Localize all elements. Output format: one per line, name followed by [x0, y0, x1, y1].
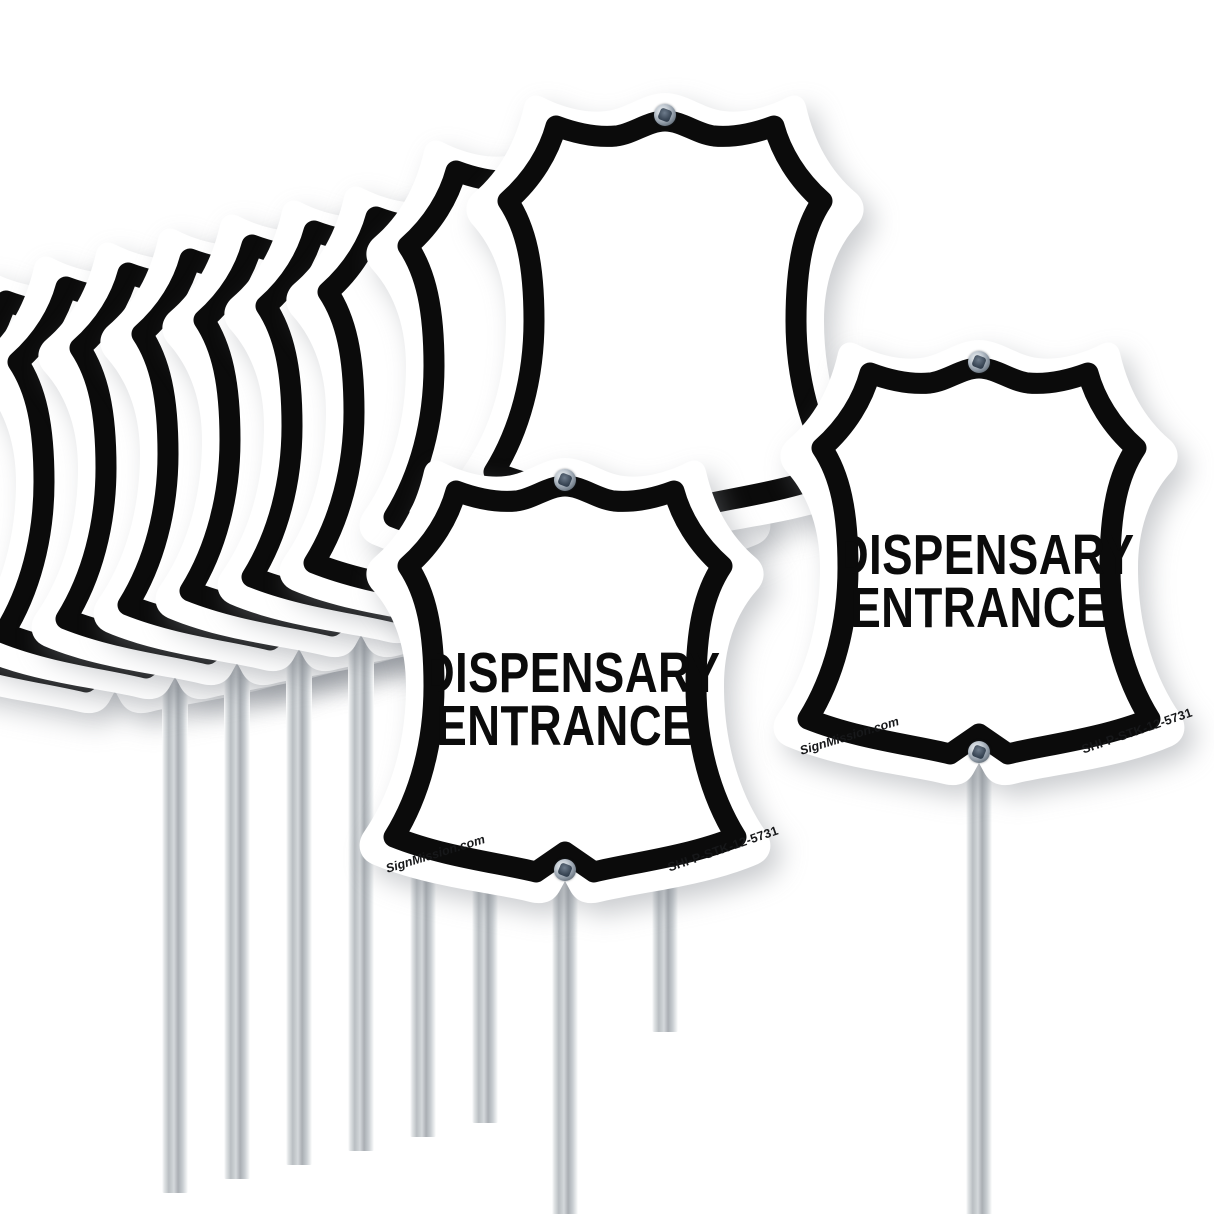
- mounting-screw-top-icon: [968, 350, 990, 373]
- legend-line-2: ENTRANCE: [850, 576, 1108, 641]
- highway-shield-plate: DISPENSARY ENTRANCE SignMission.com SHI-…: [744, 322, 1214, 792]
- mounting-screw-top-icon: [654, 103, 676, 126]
- sign-unit-sign-1: DISPENSARY ENTRANCE SignMission.com SHI-…: [330, 440, 800, 1214]
- mounting-screw-bottom-icon: [968, 741, 990, 764]
- legend-line-1: DISPENSARY: [422, 640, 721, 705]
- mounting-screw-bottom-icon: [554, 859, 576, 882]
- shield-outline-icon: [359, 458, 771, 904]
- sign-legend: DISPENSARY ENTRANCE: [800, 522, 1157, 641]
- sign-legend: DISPENSARY ENTRANCE: [386, 640, 743, 759]
- shield-outline-icon: [773, 340, 1185, 786]
- mounting-screw-top-icon: [554, 468, 576, 491]
- legend-line-2: ENTRANCE: [436, 694, 694, 759]
- legend-line-1: DISPENSARY: [836, 522, 1135, 587]
- highway-shield-plate: DISPENSARY ENTRANCE SignMission.com SHI-…: [330, 440, 800, 910]
- sign-unit-sign-2: DISPENSARY ENTRANCE SignMission.com SHI-…: [744, 322, 1214, 1214]
